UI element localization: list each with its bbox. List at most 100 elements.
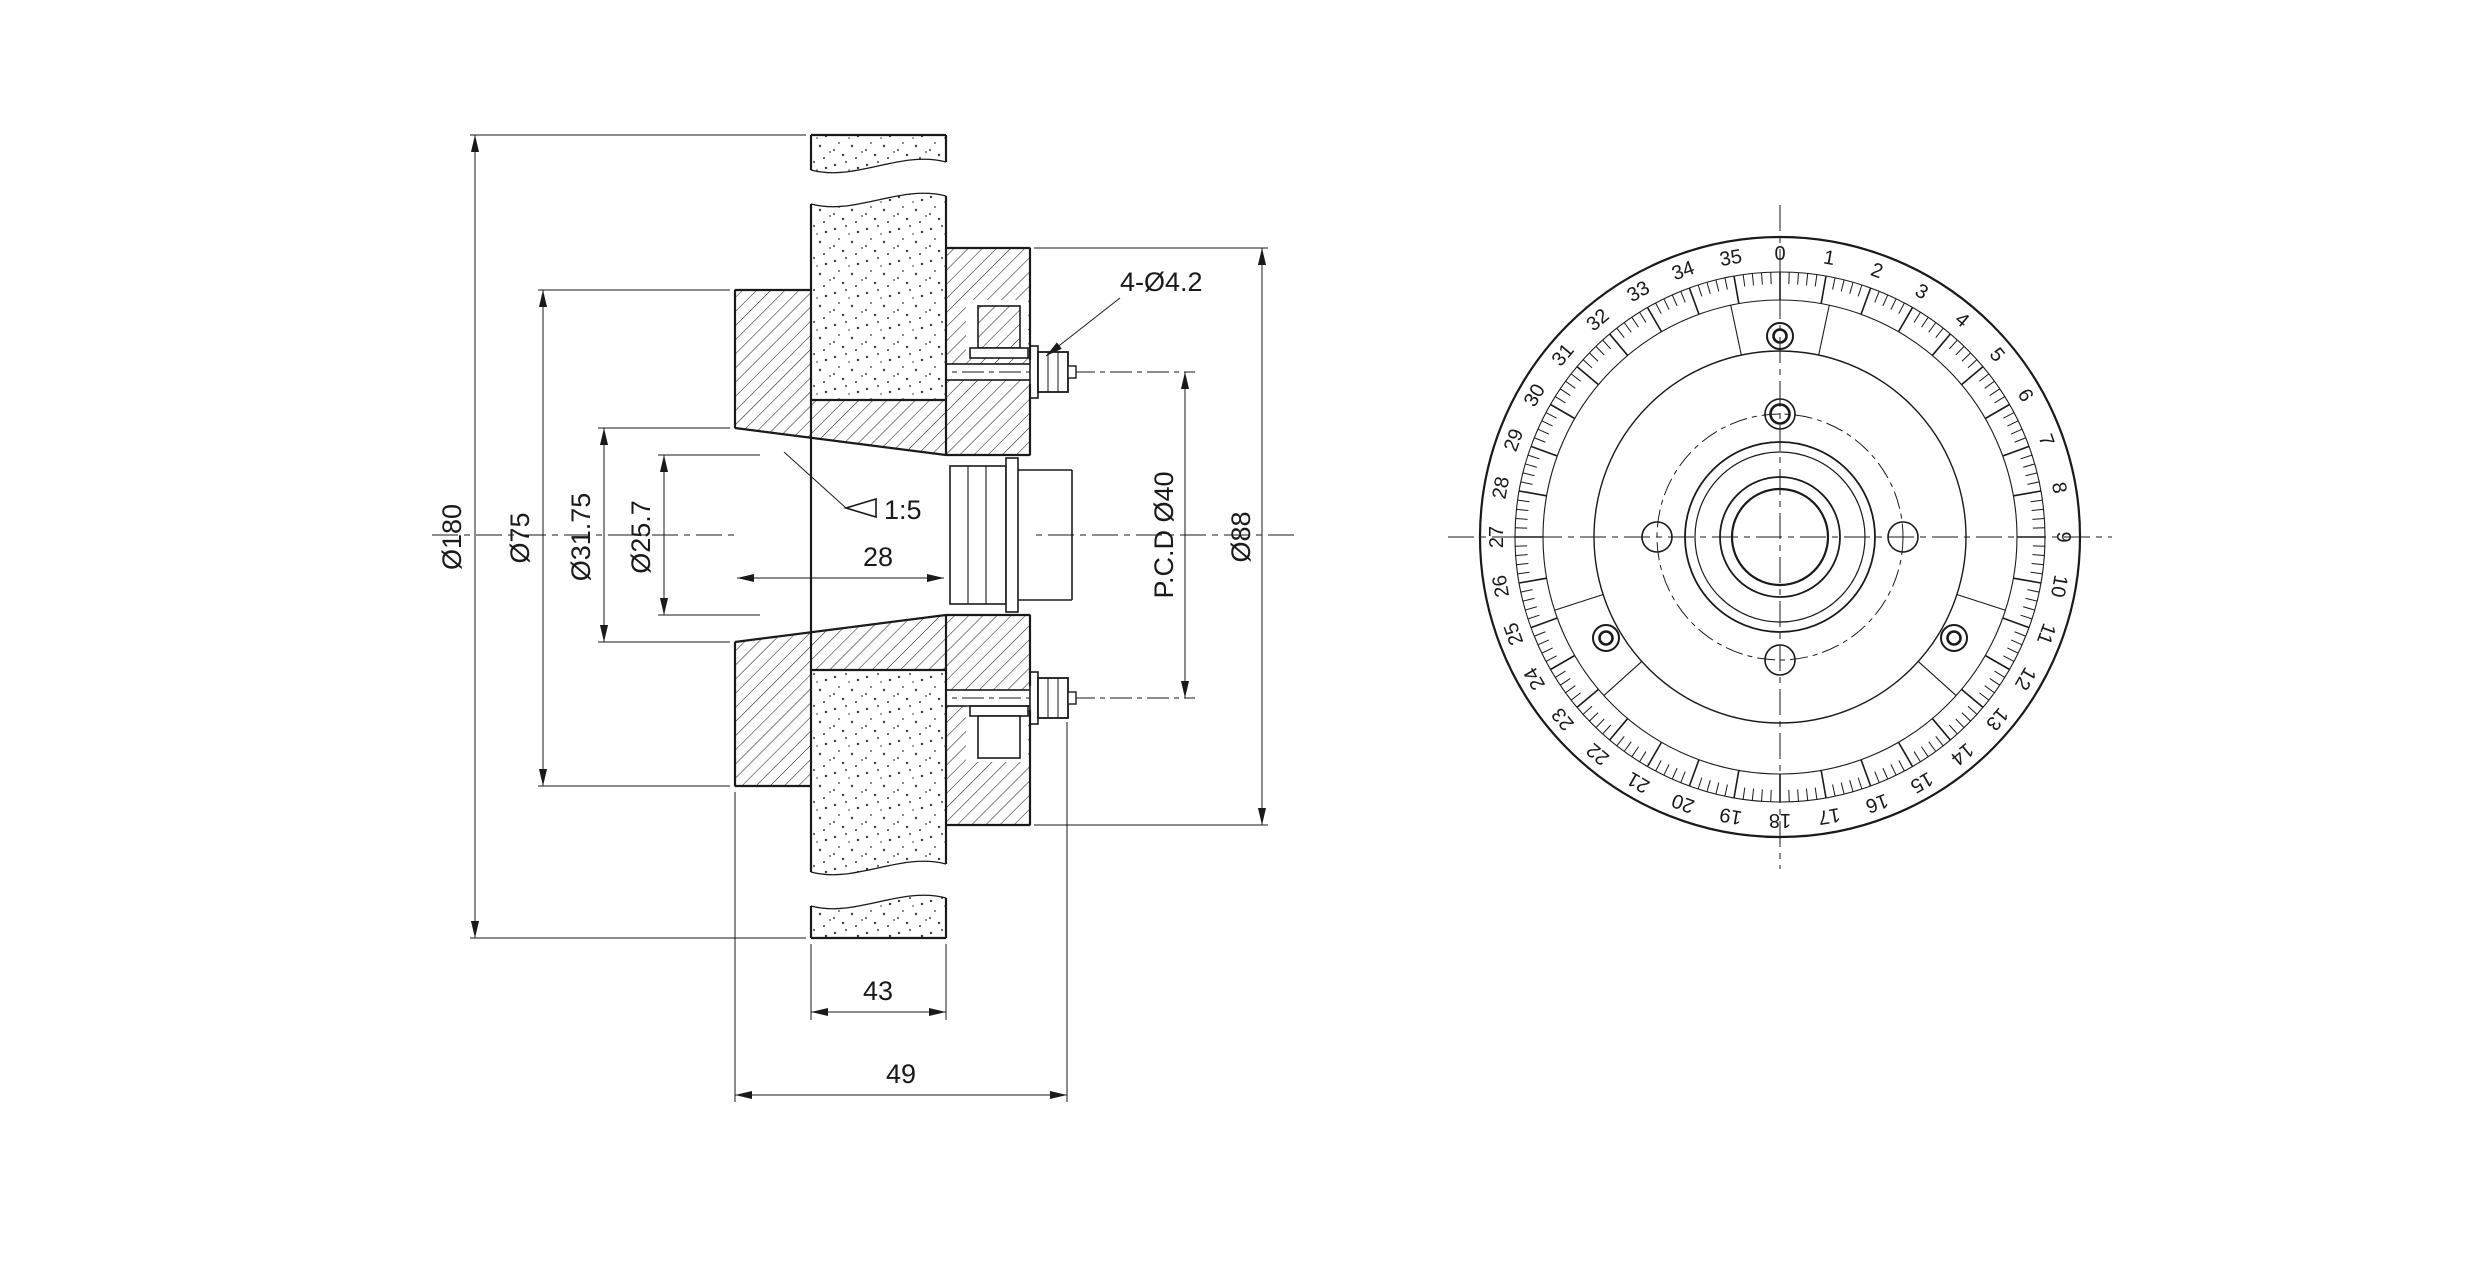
dial-tick: [2020, 614, 2033, 620]
dial-tick: [1994, 396, 2005, 404]
dial-tick: [2014, 631, 2026, 637]
dial-number: 33: [1623, 277, 1653, 307]
clamp-block-top: [966, 300, 1029, 359]
dial-number: 27: [1486, 526, 1508, 548]
dial-number: 2: [1868, 259, 1886, 283]
dial-tick: [2007, 420, 2019, 427]
dial-tick: [1860, 759, 1872, 787]
dial-tick: [1898, 760, 1905, 772]
dial-tick: [1541, 647, 1553, 654]
dial-tick: [1530, 617, 1558, 629]
dial-tick: [1616, 736, 1625, 747]
dial-tick: [1984, 654, 2010, 671]
stud-end-top: [1769, 403, 1791, 425]
dial-tick: [2023, 463, 2035, 468]
dial-tick: [2014, 437, 2026, 443]
grinding-wheel-section: [810, 135, 947, 938]
dial-number: 14: [1946, 738, 1977, 769]
dial-tick: [1663, 298, 1670, 310]
dial-sector-line: [1554, 593, 1604, 611]
dial-tick: [1928, 322, 1937, 333]
dial-tick: [1733, 770, 1740, 799]
holes-leader: [1045, 297, 1121, 357]
dial-tick: [1931, 718, 1951, 741]
dimensions: [470, 134, 1268, 1102]
dial-tick: [1595, 346, 1605, 356]
dial-tick: [1961, 366, 1984, 386]
dial-tick: [1874, 771, 1880, 783]
dial-tick: [1742, 274, 1746, 287]
dial-tick: [1517, 499, 1530, 503]
dial-tick: [1518, 490, 1547, 497]
dial-tick: [1565, 685, 1576, 694]
dial-tick: [1688, 287, 1700, 315]
dial-tick: [1706, 780, 1711, 792]
dial-tick: [1639, 312, 1647, 323]
dial-number: 29: [1500, 426, 1528, 454]
dial-tick: [1913, 751, 1921, 762]
dial-tick: [1820, 275, 1827, 304]
dim-wheel-od: Ø180: [437, 504, 467, 570]
dial-tick: [1560, 388, 1571, 396]
dial-tick: [2023, 606, 2035, 611]
dial-number: 3: [1911, 280, 1932, 305]
dial-tick: [1849, 282, 1854, 294]
dial-tick: [1751, 273, 1755, 286]
dial-tick: [1761, 272, 1763, 285]
stud-nut-top: [1029, 345, 1077, 399]
dial-tick: [1537, 428, 1550, 435]
dial-tick: [2010, 428, 2023, 435]
clamp-block-bottom: [966, 700, 1029, 762]
dial-tick: [1898, 302, 1905, 314]
dial-sector-line: [1603, 661, 1643, 696]
dial-tick: [2013, 490, 2042, 497]
dial-tick: [1733, 275, 1740, 304]
dial-tick: [1609, 333, 1629, 356]
dial-tick: [1565, 380, 1576, 389]
dial-number: 30: [1520, 380, 1550, 410]
dial-number: 5: [1985, 344, 2009, 367]
dial-number: 23: [1548, 703, 1579, 734]
dial-tick: [1931, 333, 1951, 356]
boss-inner: [1694, 451, 1866, 623]
dial-tick: [1805, 788, 1809, 801]
dial-tick: [1515, 554, 1528, 556]
dial-tick: [1805, 273, 1809, 286]
dial-tick: [1576, 688, 1599, 708]
dial-tick: [1832, 784, 1836, 797]
dial-tick: [2031, 562, 2044, 566]
dial-sector-line: [1818, 305, 1830, 356]
dial-tick: [1984, 685, 1995, 694]
dim-pcd: P.C.D Ø40: [1149, 471, 1179, 598]
dial-number: 34: [1669, 257, 1697, 285]
bore-chamfer: [1719, 476, 1841, 598]
dial-tick: [1595, 718, 1605, 728]
bolt-hole-top: [1764, 398, 1796, 430]
dial-tick: [1984, 403, 2010, 420]
dial-number: 22: [1582, 738, 1613, 769]
dial-tick: [1994, 670, 2005, 678]
dial-tick: [1537, 639, 1550, 646]
dim-body-od: Ø88: [1226, 511, 1256, 562]
dial-tick: [1890, 298, 1897, 310]
dial-tick: [1967, 705, 1978, 715]
dial-tick: [1530, 445, 1558, 457]
center-bore: [1730, 487, 1830, 587]
dial-tick: [1522, 597, 1535, 602]
dial-tick: [1520, 589, 1533, 593]
dial-number: 32: [1582, 305, 1613, 336]
dial-tick: [1680, 771, 1686, 783]
dial-number: 31: [1548, 339, 1579, 370]
clamp-screw-left: [1592, 624, 1620, 652]
dial-tick: [1516, 508, 1529, 512]
dial-tick: [1602, 339, 1612, 350]
dial-number: 10: [2046, 573, 2072, 599]
break-line: [810, 860, 947, 876]
dial-tick: [1797, 789, 1799, 802]
dial-tick: [1890, 764, 1897, 776]
stud-channels: [946, 363, 1030, 707]
break-line: [810, 158, 947, 174]
dial-number: 0: [1774, 243, 1785, 265]
